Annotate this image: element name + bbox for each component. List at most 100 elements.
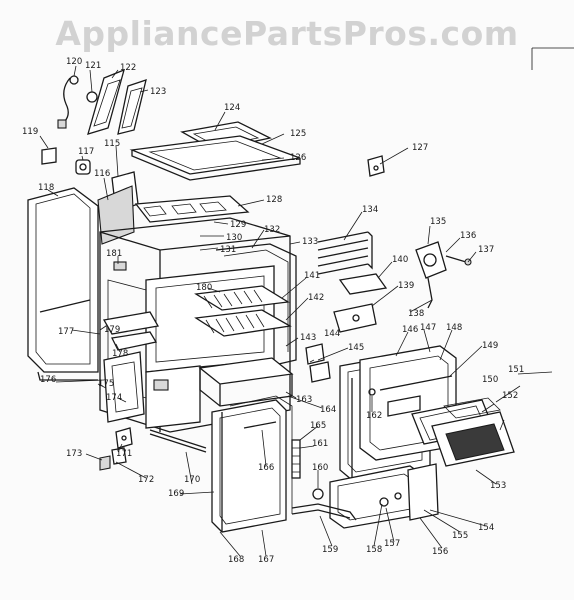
callout-145: 145 bbox=[348, 343, 364, 353]
part-switch bbox=[41, 147, 57, 165]
leader-lines bbox=[39, 65, 553, 557]
callout-164: 164 bbox=[320, 405, 336, 415]
callout-118: 118 bbox=[38, 183, 54, 193]
callout-170: 170 bbox=[184, 475, 200, 485]
part-lower-door-back bbox=[229, 395, 293, 514]
callout-127: 127 bbox=[412, 143, 428, 153]
callout-120: 120 bbox=[66, 57, 82, 67]
callout-169: 169 bbox=[168, 489, 184, 499]
part-door-hinge-arm bbox=[291, 503, 357, 521]
part-broiler-pan bbox=[102, 311, 160, 351]
callout-137: 137 bbox=[478, 245, 494, 255]
part-knob bbox=[86, 91, 98, 103]
callout-160: 160 bbox=[312, 463, 328, 473]
callout-129: 129 bbox=[230, 220, 246, 230]
callout-136: 136 bbox=[460, 231, 476, 241]
part-leg-bracket bbox=[103, 351, 145, 423]
callout-121: 121 bbox=[85, 61, 101, 71]
part-broil-element bbox=[317, 231, 373, 275]
part-oven-liner bbox=[215, 243, 297, 367]
callout-139: 139 bbox=[398, 281, 414, 291]
callout-158: 158 bbox=[366, 545, 382, 555]
callout-124: 124 bbox=[224, 103, 240, 113]
part-side-panel bbox=[27, 187, 99, 373]
callout-144: 144 bbox=[324, 329, 340, 339]
callout-172: 172 bbox=[138, 475, 154, 485]
part-door-screw bbox=[368, 388, 376, 396]
part-lens-panel-right bbox=[117, 79, 147, 135]
part-light-socket bbox=[75, 159, 91, 175]
part-window-frame bbox=[431, 411, 515, 467]
callout-173: 173 bbox=[66, 449, 82, 459]
callout-178: 178 bbox=[112, 349, 128, 359]
callout-154: 154 bbox=[478, 523, 494, 533]
callout-143: 143 bbox=[300, 333, 316, 343]
callout-119: 119 bbox=[22, 127, 38, 137]
part-rod bbox=[149, 429, 207, 453]
callout-149: 149 bbox=[482, 341, 498, 351]
callout-179: 179 bbox=[104, 325, 120, 335]
callout-140: 140 bbox=[392, 255, 408, 265]
callout-148: 148 bbox=[446, 323, 462, 333]
part-oven-top bbox=[134, 195, 250, 223]
callout-142: 142 bbox=[308, 293, 324, 303]
part-oven-rack-lower bbox=[194, 309, 292, 337]
part-bracket bbox=[367, 155, 385, 177]
callout-180: 180 bbox=[196, 283, 212, 293]
callout-133: 133 bbox=[302, 237, 318, 247]
callout-168: 168 bbox=[228, 555, 244, 565]
part-inner-door-glass bbox=[407, 463, 439, 521]
callout-151: 151 bbox=[508, 365, 524, 375]
callout-162: 162 bbox=[366, 411, 382, 421]
callout-157: 157 bbox=[384, 539, 400, 549]
part-door-latch bbox=[338, 273, 388, 295]
part-lens-panel bbox=[87, 68, 125, 135]
callout-138: 138 bbox=[408, 309, 424, 319]
corner-frame bbox=[531, 47, 574, 70]
part-back-panel bbox=[37, 299, 98, 381]
callout-167: 167 bbox=[258, 555, 274, 565]
callout-161: 161 bbox=[312, 439, 328, 449]
callout-131: 131 bbox=[220, 245, 236, 255]
callout-150: 150 bbox=[482, 375, 498, 385]
callout-153: 153 bbox=[490, 481, 506, 491]
part-lower-door bbox=[211, 399, 287, 533]
part-thermostat bbox=[415, 241, 472, 309]
callout-141: 141 bbox=[304, 271, 320, 281]
part-broiler-drawer bbox=[198, 357, 294, 407]
callout-116: 116 bbox=[94, 169, 110, 179]
callout-181: 181 bbox=[106, 249, 122, 259]
callout-135: 135 bbox=[430, 217, 446, 227]
callout-163: 163 bbox=[296, 395, 312, 405]
callout-171: 171 bbox=[116, 449, 132, 459]
callout-123: 123 bbox=[150, 87, 166, 97]
callout-126: 126 bbox=[290, 153, 306, 163]
part-wire-harness bbox=[57, 75, 79, 129]
callout-175: 175 bbox=[98, 379, 114, 389]
part-latch-switch bbox=[333, 303, 377, 333]
callout-130: 130 bbox=[226, 233, 242, 243]
callout-117: 117 bbox=[78, 147, 94, 157]
callout-177: 177 bbox=[58, 327, 74, 337]
callout-165: 165 bbox=[310, 421, 326, 431]
part-clip bbox=[113, 261, 127, 271]
callout-156: 156 bbox=[432, 547, 448, 557]
part-door-handle bbox=[379, 375, 453, 417]
callout-147: 147 bbox=[420, 323, 436, 333]
callout-132: 132 bbox=[264, 225, 280, 235]
part-hinge-bracket bbox=[305, 343, 331, 383]
callout-labels: 120 121 122 123 124 125 126 127 119 117 … bbox=[22, 57, 524, 565]
callout-166: 166 bbox=[258, 463, 274, 473]
part-cooktop bbox=[129, 135, 301, 181]
callout-115: 115 bbox=[104, 139, 120, 149]
part-screw bbox=[99, 455, 111, 471]
callout-134: 134 bbox=[362, 205, 378, 215]
callout-174: 174 bbox=[106, 393, 122, 403]
callout-125: 125 bbox=[290, 129, 306, 139]
callout-159: 159 bbox=[322, 545, 338, 555]
part-leveling-leg bbox=[115, 427, 133, 449]
callout-176: 176 bbox=[40, 375, 56, 385]
callout-152: 152 bbox=[502, 391, 518, 401]
